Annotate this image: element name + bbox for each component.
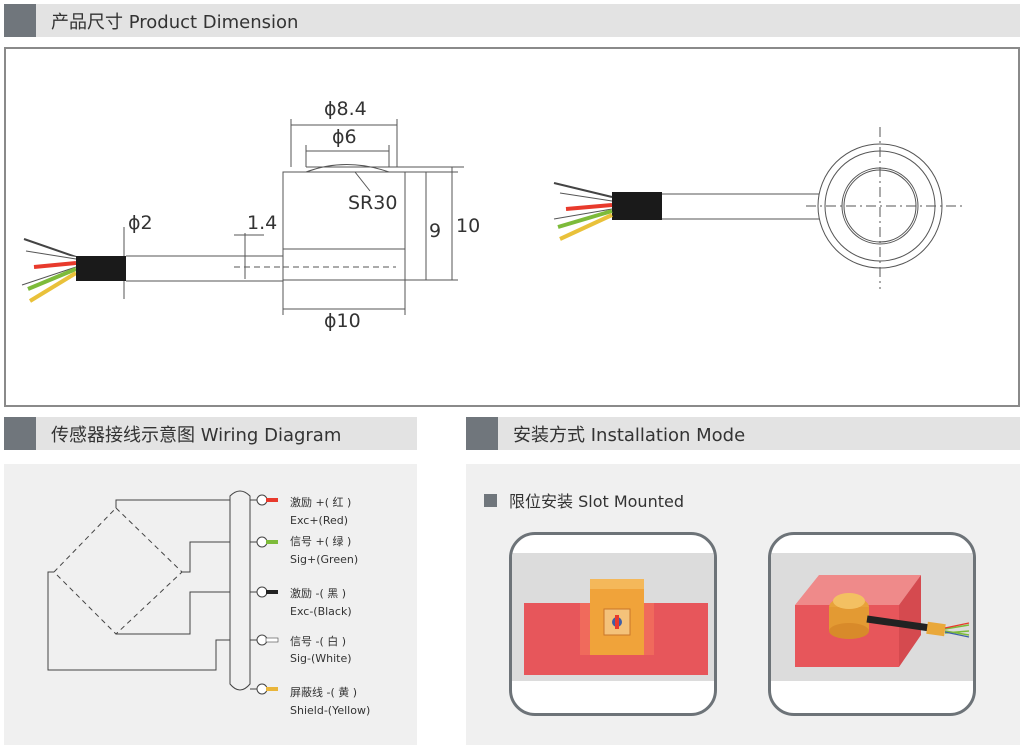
wire-terminal-red [256, 494, 278, 506]
slot-perspective-view-card [768, 532, 976, 716]
wiring-header: 传感器接线示意图 Wiring Diagram [4, 417, 417, 450]
wire-label-cn: 信号 -( 白 ) [290, 634, 346, 648]
wire-label-cn: 激励 +( 红 ) [290, 495, 351, 509]
slot-front-view-image [512, 553, 714, 681]
dim-base-diameter: ϕ10 [324, 310, 361, 332]
slot-mounted-subtitle: 限位安装 Slot Mounted [484, 488, 684, 512]
wire-label-en: Sig-(White) [290, 652, 352, 665]
header-accent-block [466, 417, 498, 450]
slot-front-view-card [509, 532, 717, 716]
wire-label-cn: 屏蔽线 -( 黄 ) [290, 685, 357, 699]
dim-sphere-radius: SR30 [348, 192, 397, 214]
wire-label-en: Exc-(Black) [290, 605, 352, 618]
dimension-drawing: ϕ8.4 ϕ6 SR30 ϕ2 1.4 9 10 ϕ10 [21, 98, 964, 332]
wire-terminal-white [256, 634, 279, 646]
dim-total-height: 10 [456, 215, 480, 237]
dim-body-height: 9 [429, 220, 441, 242]
wire-label-cn: 激励 -( 黑 ) [290, 586, 346, 600]
slot-mounted-label: 限位安装 Slot Mounted [509, 492, 684, 511]
wire-terminal-yellow [256, 683, 278, 695]
wiring-panel: 激励 +( 红 ) Exc+(Red) 信号 +( 绿 ) Sig+(Green… [4, 464, 417, 745]
wire-terminals [256, 494, 279, 695]
dimension-header: 产品尺寸 Product Dimension [4, 4, 1020, 37]
wire-label-en: Shield-(Yellow) [290, 704, 370, 717]
wire-terminal-green [256, 536, 278, 548]
wiring-title: 传感器接线示意图 Wiring Diagram [51, 424, 342, 446]
wire-label-en: Exc+(Red) [290, 514, 348, 527]
dim-inner-diameter: ϕ6 [332, 126, 357, 148]
wire-label-cn: 信号 +( 绿 ) [290, 534, 351, 548]
header-accent-block [4, 4, 36, 37]
wiring-diagram: 激励 +( 红 ) Exc+(Red) 信号 +( 绿 ) Sig+(Green… [47, 490, 370, 717]
header-accent-block [4, 417, 36, 450]
installation-title: 安装方式 Installation Mode [513, 424, 746, 446]
installation-header: 安装方式 Installation Mode [466, 417, 1020, 450]
bullet-square-icon [484, 493, 497, 507]
wire-label-en: Sig+(Green) [290, 553, 358, 566]
dim-outer-diameter: ϕ8.4 [324, 98, 367, 120]
dim-cable-offset: 1.4 [247, 212, 277, 234]
slot-perspective-view-image [771, 553, 973, 681]
dim-cable-diameter: ϕ2 [128, 212, 153, 234]
wire-terminal-black [256, 586, 278, 598]
dimension-drawing-panel: ϕ8.4 ϕ6 SR30 ϕ2 1.4 9 10 ϕ10 [4, 47, 1020, 407]
dimension-title: 产品尺寸 Product Dimension [51, 11, 299, 33]
